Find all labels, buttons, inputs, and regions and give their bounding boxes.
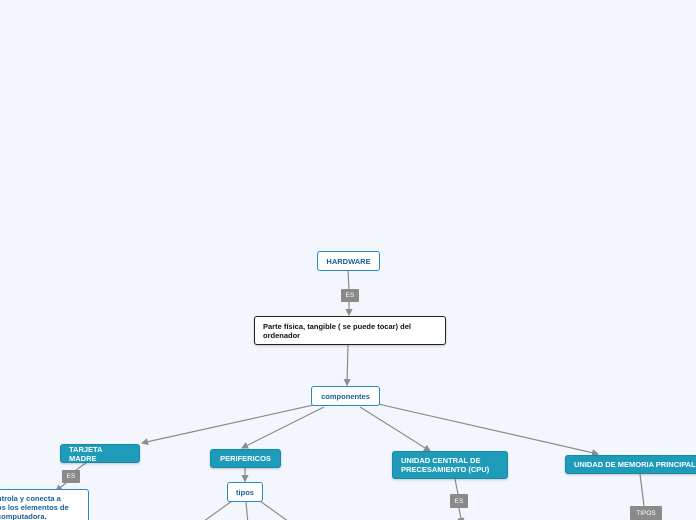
tipos-node[interactable]: tipos bbox=[227, 482, 263, 502]
hardware-node[interactable]: HARDWARE bbox=[317, 251, 380, 271]
edge-memoria-tipos bbox=[639, 473, 645, 507]
es-connector-label-cpu: ES bbox=[450, 494, 468, 508]
edge-es-cpu-down bbox=[457, 507, 465, 520]
edge-cpu-es bbox=[454, 478, 459, 495]
cpu-node[interactable]: UNIDAD CENTRAL DE PRECESAMIENTO (CPU) bbox=[392, 451, 508, 479]
tipos-connector-label: TIPOS bbox=[630, 506, 662, 520]
edge-tarjeta-es bbox=[75, 462, 87, 471]
edge-componentes-cpu bbox=[359, 406, 432, 452]
definition-node[interactable]: Parte física, tangible ( se puede tocar)… bbox=[254, 316, 446, 345]
componentes-node[interactable]: componentes bbox=[311, 386, 380, 406]
edge-hardware-es bbox=[347, 270, 350, 290]
edge-componentes-memoria bbox=[377, 403, 600, 457]
edge-definition-componentes bbox=[343, 344, 351, 387]
perifericos-node[interactable]: PERIFERICOS bbox=[210, 449, 281, 468]
edge-componentes-tarjeta bbox=[140, 403, 319, 446]
es-connector-label-tarjeta: ES bbox=[62, 470, 80, 483]
memoria-node[interactable]: UNIDAD DE MEMORIA PRINCIPAL bbox=[565, 455, 696, 474]
edge-componentes-perifericos bbox=[240, 406, 325, 449]
edge-tipos-right bbox=[259, 500, 288, 520]
es-connector-label: ES bbox=[341, 289, 359, 302]
tarjeta-madre-node[interactable]: TARJETA MADRE bbox=[60, 444, 140, 463]
tarjeta-madre-description[interactable]: ntrola y conecta a os los elementos de c… bbox=[0, 489, 89, 520]
edge-tipos-left bbox=[204, 500, 233, 520]
edge-tipos-mid bbox=[245, 501, 249, 520]
